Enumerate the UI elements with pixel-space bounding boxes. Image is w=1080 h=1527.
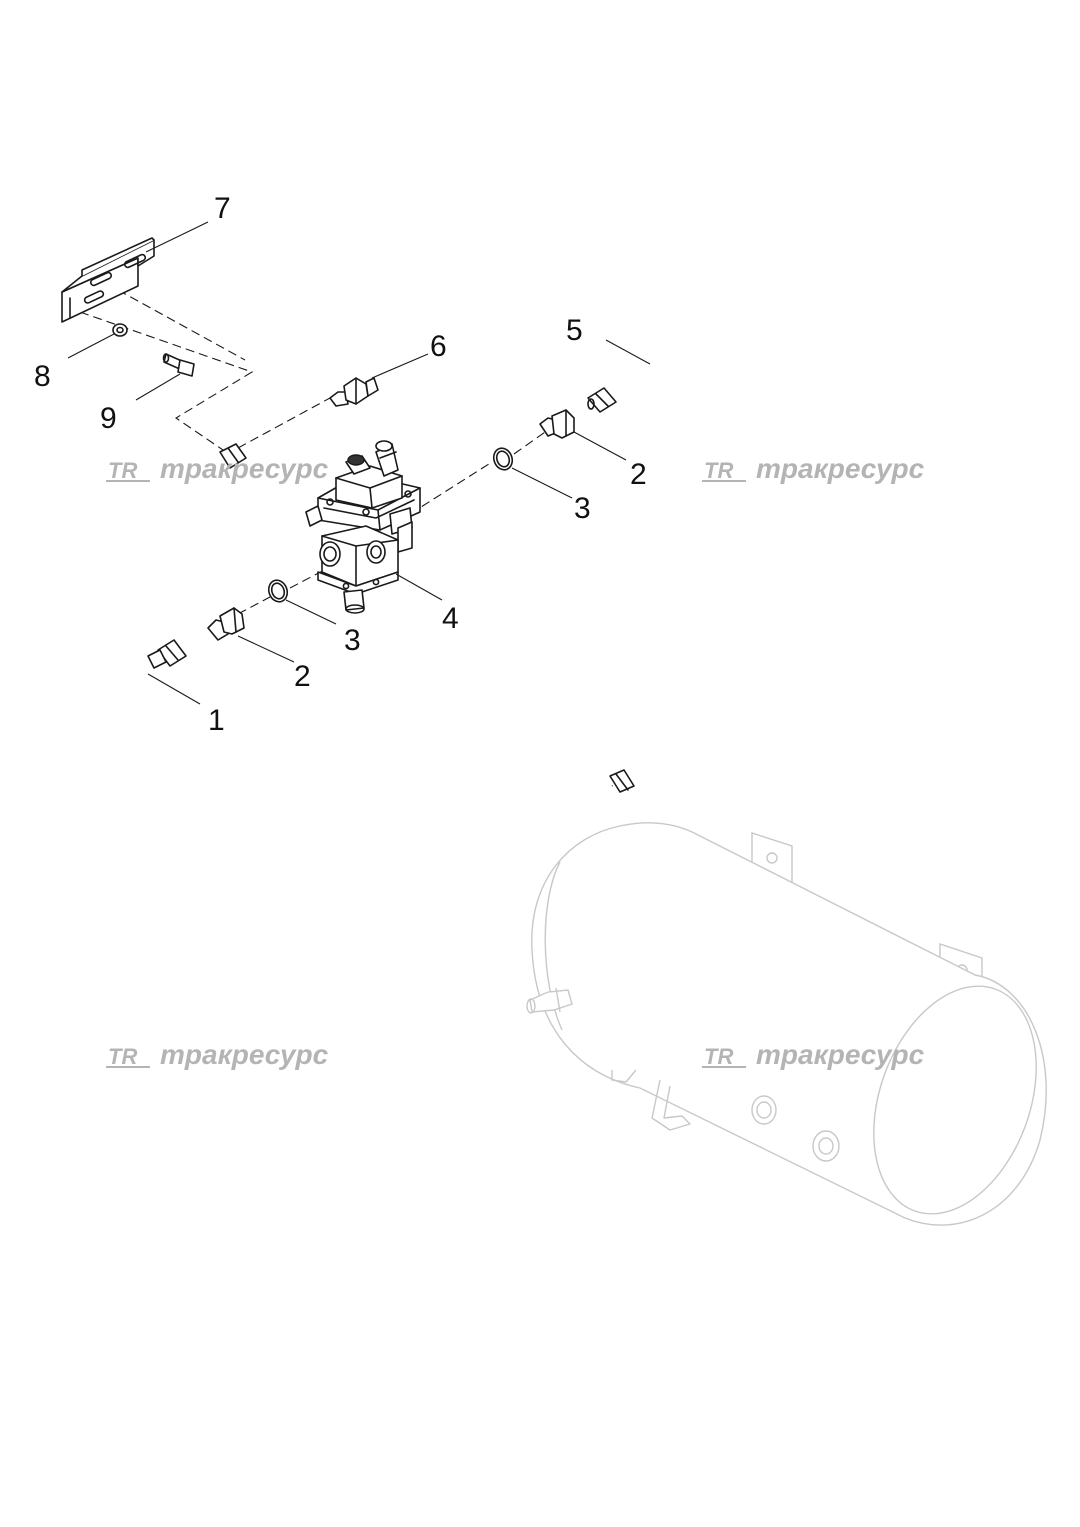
watermark-bottom-right: TR тракресурс (702, 1039, 925, 1070)
watermark-text: тракресурс (756, 1039, 925, 1070)
watermark-logo: TR (108, 1044, 137, 1069)
watermark-text: тракресурс (160, 1039, 329, 1070)
washer-part-8 (112, 323, 128, 337)
callout-9: 9 (100, 402, 117, 435)
watermark-logo: TR (704, 458, 733, 483)
watermark-text: тракресурс (756, 453, 925, 484)
watermark-bottom-left: TR тракресурс (106, 1039, 329, 1070)
callout-5: 5 (566, 314, 583, 347)
callout-2-upper: 2 (630, 458, 647, 491)
callout-4: 4 (442, 602, 459, 635)
callout-7: 7 (214, 192, 231, 225)
o-ring-part-3-lower (267, 579, 289, 603)
callout-3-lower: 3 (344, 624, 361, 657)
fitting-part-2-upper (539, 409, 575, 439)
bolt-part-9 (162, 353, 195, 377)
valve-part-4 (305, 440, 421, 614)
watermark-logo: TR (704, 1044, 733, 1069)
watermark-logo: TR (108, 458, 137, 483)
hose-part-5 (583, 375, 743, 793)
watermark-top-left: TR тракресурс (106, 453, 329, 484)
assembly-lines (79, 289, 549, 615)
fitting-part-2-lower (207, 607, 245, 641)
callout-1: 1 (208, 704, 225, 737)
callout-3-upper: 3 (574, 492, 591, 525)
mounting-bracket-part-7 (61, 237, 155, 323)
callout-8: 8 (34, 360, 51, 393)
hose-part-1 (108, 443, 247, 673)
watermark-text: тракресурс (160, 453, 329, 484)
o-ring-part-3-upper (492, 447, 514, 471)
leader-lines (67, 221, 651, 705)
callout-6: 6 (430, 330, 447, 363)
watermark-top-right: TR тракресурс (702, 453, 925, 484)
callouts: 7 8 9 6 5 2 3 4 3 2 1 (34, 192, 647, 737)
fitting-part-6 (329, 377, 379, 407)
air-tank-ghost (526, 822, 1047, 1226)
callout-2-lower: 2 (294, 660, 311, 693)
